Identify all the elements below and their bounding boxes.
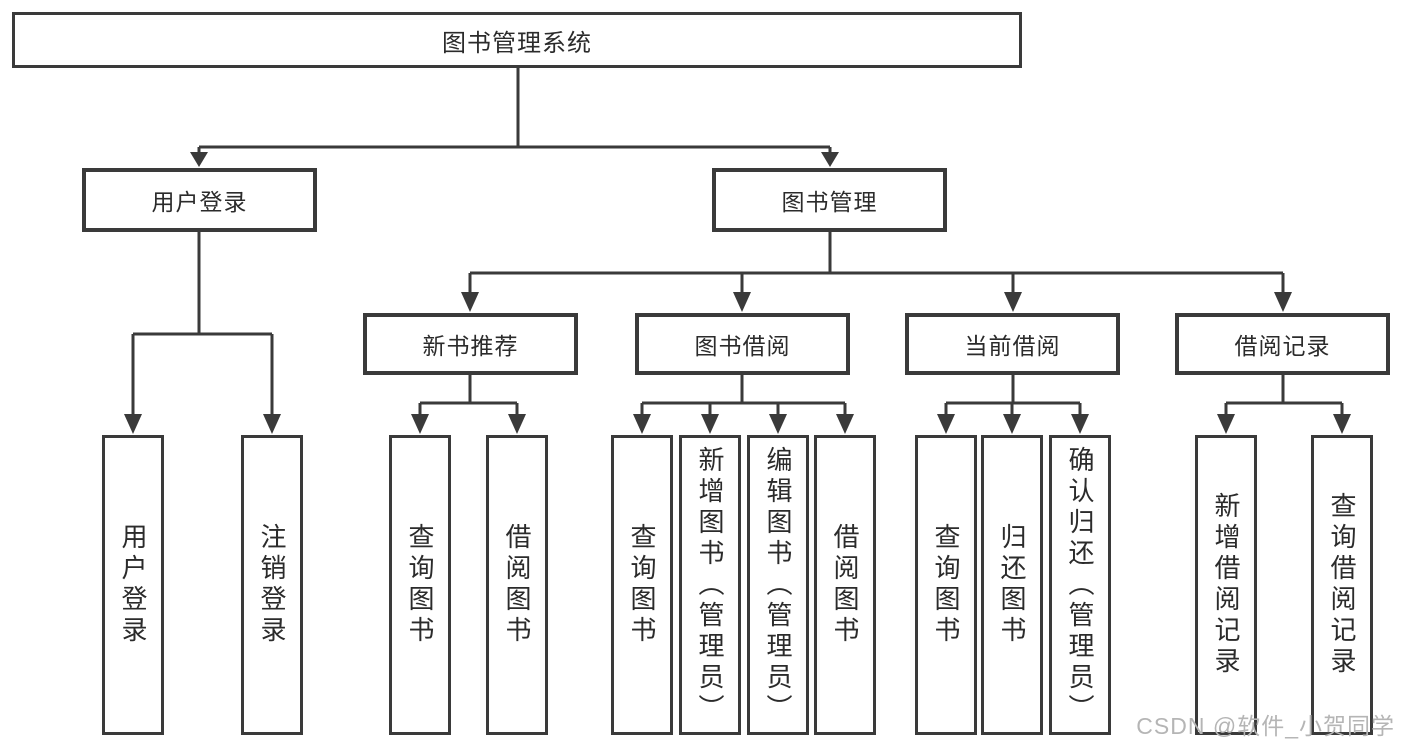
node-book-borrow: 图书借阅 (635, 313, 850, 375)
node-label: 借阅图书 (830, 523, 860, 647)
leaf-add-book-admin: 新增图书（管理员） (679, 435, 741, 735)
node-label: 注销登录 (257, 523, 287, 647)
node-current-borrow: 当前借阅 (905, 313, 1120, 375)
node-label: 归还图书 (997, 523, 1027, 647)
connector-borrow-record-to-leaves (1217, 375, 1351, 434)
node-library-management-system: 图书管理系统 (12, 12, 1022, 68)
node-label: 当前借阅 (964, 333, 1061, 359)
node-label: 确认归还（管理员） (1065, 445, 1095, 725)
connector-book-management-to-level3 (461, 232, 1292, 312)
leaf-query-books-1: 查询图书 (389, 435, 451, 735)
node-user-login: 用户登录 (82, 168, 317, 232)
leaf-edit-book-admin: 编辑图书（管理员） (747, 435, 809, 735)
leaf-add-borrow-record: 新增借阅记录 (1195, 435, 1257, 735)
node-label: 图书管理 (781, 189, 878, 215)
leaf-confirm-return-admin: 确认归还（管理员） (1049, 435, 1111, 735)
connector-root-to-level2 (190, 68, 839, 167)
leaf-query-books-2: 查询图书 (611, 435, 673, 735)
node-label: 编辑图书（管理员） (763, 445, 793, 725)
node-label: 新书推荐 (422, 333, 519, 359)
leaf-logout: 注销登录 (241, 435, 303, 735)
node-label: 查询借阅记录 (1327, 492, 1357, 678)
node-label: 查询图书 (931, 523, 961, 647)
leaf-user-login: 用户登录 (102, 435, 164, 735)
leaf-query-books-3: 查询图书 (915, 435, 977, 735)
node-label: 借阅图书 (502, 523, 532, 647)
node-borrow-record: 借阅记录 (1175, 313, 1390, 375)
connector-user-login-to-leaves (124, 232, 281, 434)
leaf-borrow-books-1: 借阅图书 (486, 435, 548, 735)
node-label: 查询图书 (627, 523, 657, 647)
connector-current-borrow-to-leaves (937, 375, 1089, 434)
node-label: 图书借阅 (694, 333, 791, 359)
node-label: 图书管理系统 (442, 29, 592, 57)
node-label: 新增图书（管理员） (695, 445, 725, 725)
leaf-query-borrow-record: 查询借阅记录 (1311, 435, 1373, 735)
node-label: 用户登录 (118, 523, 148, 647)
node-new-book-recommend: 新书推荐 (363, 313, 578, 375)
connector-book-borrow-to-leaves (633, 375, 854, 434)
leaf-return-books: 归还图书 (981, 435, 1043, 735)
node-label: 查询图书 (405, 523, 435, 647)
connector-new-book-recommend-to-leaves (411, 375, 526, 434)
node-book-management: 图书管理 (712, 168, 947, 232)
node-label: 借阅记录 (1234, 333, 1331, 359)
leaf-borrow-books-2: 借阅图书 (814, 435, 876, 735)
node-label: 新增借阅记录 (1211, 492, 1241, 678)
node-label: 用户登录 (151, 189, 248, 215)
